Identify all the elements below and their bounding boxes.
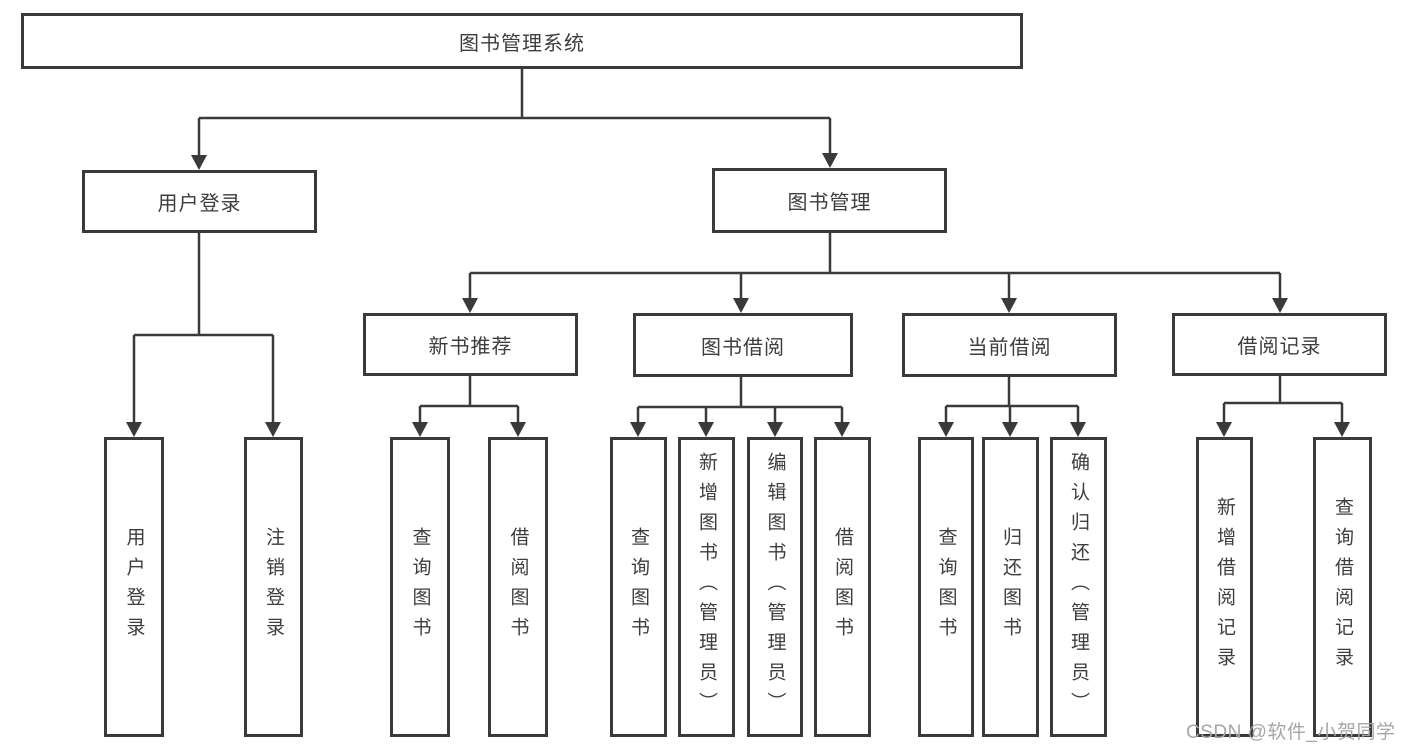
connector-user-login — [126, 233, 281, 437]
connector-borrow-record — [1216, 376, 1350, 437]
node-leaf-query-borrow-record-label: 查询借阅记录 — [1332, 497, 1353, 677]
node-user-login: 用户登录 — [82, 170, 317, 233]
node-leaf-user-login-label: 用户登录 — [123, 527, 145, 647]
node-leaf-query-borrow-record: 查询借阅记录 — [1313, 437, 1372, 737]
node-leaf-user-login: 用户登录 — [104, 437, 164, 737]
node-leaf-logout-label: 注销登录 — [263, 527, 284, 647]
node-leaf-query-book-1: 查询图书 — [390, 437, 450, 737]
node-new-book-rec: 新书推荐 — [363, 313, 578, 376]
node-leaf-edit-book-admin: 编辑图书（管理员） — [747, 437, 803, 737]
node-leaf-confirm-return-admin-label: 确认归还（管理员） — [1068, 452, 1089, 722]
connector-new-book-rec — [412, 376, 526, 437]
node-root-system: 图书管理系统 — [21, 13, 1023, 69]
connector-book-management — [462, 233, 1288, 313]
node-leaf-confirm-return-admin: 确认归还（管理员） — [1050, 437, 1107, 737]
node-leaf-return-book-label: 归还图书 — [1000, 527, 1021, 647]
connector-current-borrow — [938, 377, 1086, 437]
node-current-borrow: 当前借阅 — [902, 313, 1117, 377]
node-root-system-label: 图书管理系统 — [459, 32, 585, 55]
node-leaf-query-book-3: 查询图书 — [918, 437, 974, 737]
node-new-book-rec-label: 新书推荐 — [428, 336, 513, 358]
node-leaf-add-book-admin: 新增图书（管理员） — [678, 437, 735, 737]
node-leaf-query-book-1-label: 查询图书 — [409, 527, 431, 647]
connector-book-borrow — [630, 377, 850, 437]
watermark: CSDN @软件_小贺同学 — [1186, 722, 1396, 743]
node-current-borrow-label: 当前借阅 — [967, 336, 1052, 359]
node-leaf-borrow-book-2: 借阅图书 — [814, 437, 871, 737]
connector-root — [191, 69, 838, 170]
node-leaf-borrow-book-1-label: 借阅图书 — [507, 527, 529, 647]
node-leaf-add-borrow-record: 新增借阅记录 — [1196, 437, 1253, 737]
node-leaf-add-borrow-record-label: 新增借阅记录 — [1214, 497, 1235, 677]
node-book-borrow: 图书借阅 — [633, 313, 853, 377]
node-book-borrow-label: 图书借阅 — [701, 336, 785, 359]
node-leaf-borrow-book-1: 借阅图书 — [488, 437, 548, 737]
node-borrow-record: 借阅记录 — [1172, 313, 1387, 376]
node-leaf-add-book-admin-label: 新增图书（管理员） — [696, 452, 717, 722]
node-leaf-query-book-2: 查询图书 — [610, 437, 667, 737]
node-leaf-query-book-3-label: 查询图书 — [935, 527, 957, 647]
node-leaf-borrow-book-2-label: 借阅图书 — [832, 527, 853, 647]
node-leaf-edit-book-admin-label: 编辑图书（管理员） — [764, 452, 786, 722]
node-user-login-label: 用户登录 — [157, 193, 242, 215]
node-borrow-record-label: 借阅记录 — [1237, 336, 1322, 358]
node-leaf-query-book-2-label: 查询图书 — [628, 527, 649, 647]
node-leaf-return-book: 归还图书 — [982, 437, 1039, 737]
node-leaf-logout: 注销登录 — [244, 437, 303, 737]
node-book-management: 图书管理 — [712, 168, 947, 233]
node-book-management-label: 图书管理 — [787, 192, 872, 214]
